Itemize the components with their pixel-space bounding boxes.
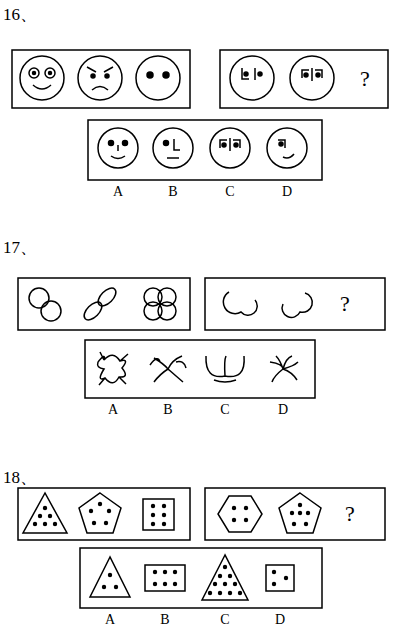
dot [284,576,288,580]
option-letter: C [225,185,234,199]
option-letter: B [160,613,169,627]
options-box [85,340,315,398]
option-letter: A [105,613,115,627]
question-box [205,488,385,540]
option-letter: D [282,185,292,199]
dot [218,591,222,595]
dot [173,570,177,574]
dot [48,514,52,518]
face [267,128,307,168]
options-box [88,120,322,180]
dot [104,521,108,525]
question-number: 18、 [3,469,37,486]
dot [213,582,217,586]
dot [162,522,166,526]
dot [162,513,166,517]
face [20,56,64,100]
dot [208,591,212,595]
dot [306,511,310,515]
dot [102,585,106,589]
option-letter: D [278,403,288,417]
dot [153,582,157,586]
option-letter: C [220,403,229,417]
dot [89,509,93,513]
dot [244,518,248,522]
dot [272,570,276,574]
option-letter: B [168,185,177,199]
dot [163,582,167,586]
dot [33,522,37,526]
question-number: 16、 [3,6,37,23]
dot [244,506,248,510]
face [78,56,122,100]
dot [223,565,227,569]
dot [232,506,236,510]
question-box [220,50,388,108]
face [210,128,250,168]
dot [151,513,155,517]
dot [92,521,96,525]
dot [292,522,296,526]
question-box [18,488,190,540]
question-box [205,278,385,330]
question-mark: ? [360,68,370,90]
dot [218,574,222,578]
dot [38,514,42,518]
dot [304,522,308,526]
option-letter: C [220,613,229,627]
question-box [18,278,190,330]
dot [98,502,102,506]
option-letter: B [163,403,172,417]
dot [232,518,236,522]
dot [238,591,242,595]
dot [43,522,47,526]
option-letter: A [113,185,123,199]
option-letter: A [108,403,118,417]
face [230,56,274,100]
face [153,128,193,168]
dot [114,585,118,589]
dot-group [33,502,310,595]
face [98,128,138,168]
question-number: 17、 [3,239,37,256]
dot [298,503,302,507]
dot [108,573,112,577]
dot [43,506,47,510]
dot [228,574,232,578]
dot [173,582,177,586]
dot [151,522,155,526]
polygon-figure [23,493,321,600]
question-mark: ? [345,503,355,525]
dot [233,582,237,586]
face [290,56,334,100]
dot [107,509,111,513]
dot [151,504,155,508]
question-mark: ? [340,293,350,315]
dot [298,511,302,515]
dot [272,582,276,586]
question-box [12,50,190,108]
options-box [80,548,322,608]
face [136,56,180,100]
dot [163,570,167,574]
dot [223,582,227,586]
dot [162,504,166,508]
dot [53,522,57,526]
dot [290,511,294,515]
curve-figure [29,285,312,385]
dot [228,591,232,595]
dot [153,570,157,574]
option-letter: D [275,613,285,627]
